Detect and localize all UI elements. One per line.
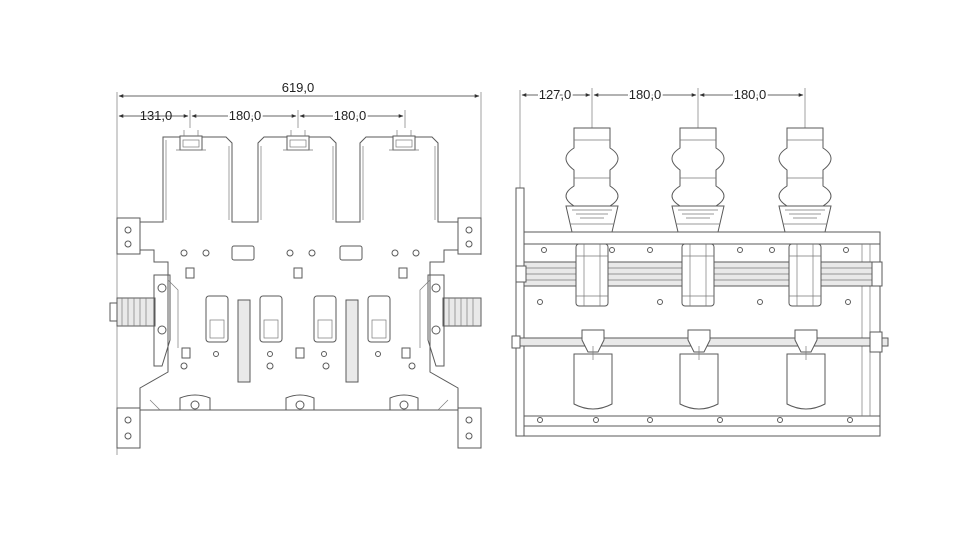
linkage-right: [419, 274, 445, 367]
side-offset-label: 127,0: [539, 87, 572, 102]
side-pitch-dimension-1: 180,0: [593, 85, 697, 104]
side-frame-plate: [515, 187, 525, 437]
drive-shaft-right: [442, 297, 482, 327]
linkage-left: [153, 274, 179, 367]
contact-arm-4: [367, 295, 391, 343]
pitch-dimension-2: 180,0: [299, 106, 404, 125]
drive-shaft-left: [109, 297, 156, 327]
contact-arm-2: [259, 295, 283, 343]
pole-assembly-3: [778, 112, 832, 410]
mounting-foot-bottom-right: [457, 407, 482, 449]
pole-bar-2: [345, 299, 359, 383]
offset-label: 131,0: [140, 108, 173, 123]
side-view: 127,0 180,0 180,0: [511, 85, 889, 437]
top-clamp-right: [389, 130, 419, 151]
pole-assembly-1: [565, 112, 619, 410]
overall-width-dimension: 619,0: [118, 80, 480, 98]
contact-arm-3: [313, 295, 337, 343]
pitch-dimension-1: 180,0: [191, 106, 297, 125]
overall-width-label: 619,0: [282, 80, 315, 95]
offset-dimension: 131,0: [118, 108, 189, 123]
mounting-foot-bottom-left: [116, 407, 141, 449]
pole-assembly-2: [671, 112, 725, 410]
mounting-foot-top-right: [457, 217, 482, 255]
side-pitch-label-1: 180,0: [629, 87, 662, 102]
side-pitch-dimension-2: 180,0: [699, 85, 804, 104]
side-offset-dimension: 127,0: [521, 85, 591, 104]
top-clamp-middle: [283, 130, 313, 151]
pitch-label-2: 180,0: [334, 108, 367, 123]
mounting-foot-top-left: [116, 217, 141, 255]
pole-bar-1: [237, 299, 251, 383]
front-view: 619,0 131,0 180,0 180,0: [109, 80, 482, 455]
contact-arm-1: [205, 295, 229, 343]
pitch-label-1: 180,0: [229, 108, 262, 123]
top-clamp-left: [176, 130, 206, 151]
side-pitch-label-2: 180,0: [734, 87, 767, 102]
